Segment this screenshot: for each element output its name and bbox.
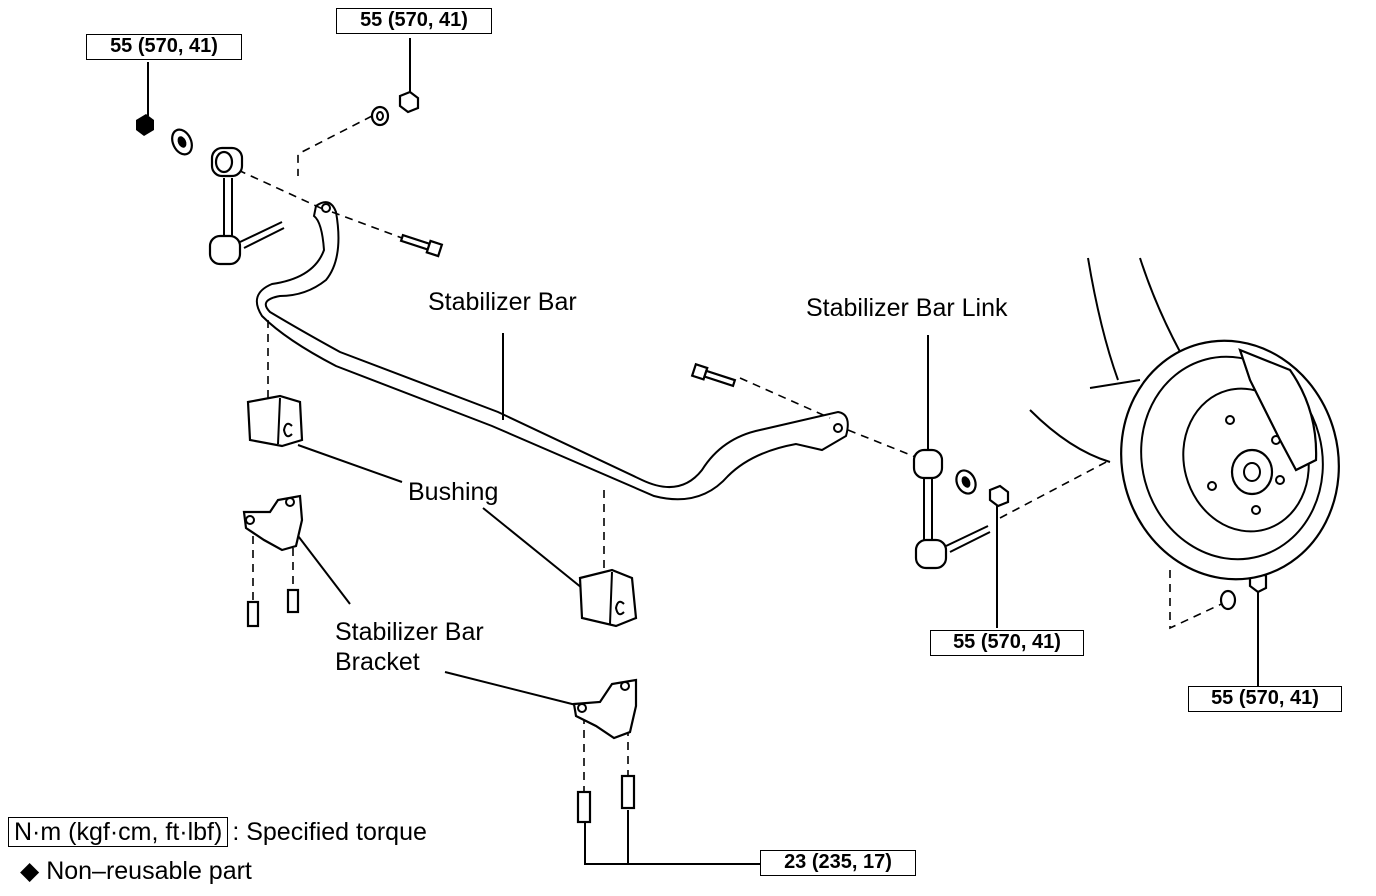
label-bushing: Bushing bbox=[408, 478, 499, 506]
legend-torque: N·m (kgf·cm, ft·lbf): Specified torque bbox=[8, 817, 427, 847]
torque-box-knuckle-nut: 55 (570, 41) bbox=[1188, 686, 1342, 712]
leader-lines bbox=[147, 38, 1259, 865]
bushings bbox=[246, 394, 638, 628]
torque-box-link-lower-right: 55 (570, 41) bbox=[930, 630, 1084, 656]
assembly-dashed-lines bbox=[237, 115, 1231, 792]
diamond-icon: ◆ bbox=[20, 857, 40, 885]
torque-box-bracket-bolts: 23 (235, 17) bbox=[760, 850, 916, 876]
legend-nonreusable: ◆ Non–reusable part bbox=[20, 857, 252, 885]
torque-box-link-upper-left: 55 (570, 41) bbox=[86, 34, 242, 60]
legend-nonreusable-desc: Non–reusable part bbox=[46, 857, 252, 885]
brackets bbox=[242, 494, 638, 824]
legend-torque-unit-box: N·m (kgf·cm, ft·lbf) bbox=[8, 817, 229, 847]
brake-disc-hub bbox=[1029, 257, 1340, 581]
label-stabilizer-bar: Stabilizer Bar bbox=[428, 288, 577, 316]
stabilizer-bar bbox=[255, 201, 849, 501]
label-stabilizer-bar-link: Stabilizer Bar Link bbox=[806, 294, 1008, 322]
legend-torque-desc: : Specified torque bbox=[232, 818, 427, 846]
bar-bolts bbox=[399, 233, 737, 388]
left-stabilizer-bar-link bbox=[136, 114, 285, 266]
torque-box-link-upper-right: 55 (570, 41) bbox=[336, 8, 492, 34]
right-stabilizer-bar-link bbox=[912, 448, 1010, 570]
upper-washer-nut bbox=[370, 90, 420, 127]
label-bracket-line1: Stabilizer Bar bbox=[335, 618, 484, 646]
label-bracket-line2: Bracket bbox=[335, 648, 420, 676]
bracket-bolts-small bbox=[246, 588, 636, 824]
